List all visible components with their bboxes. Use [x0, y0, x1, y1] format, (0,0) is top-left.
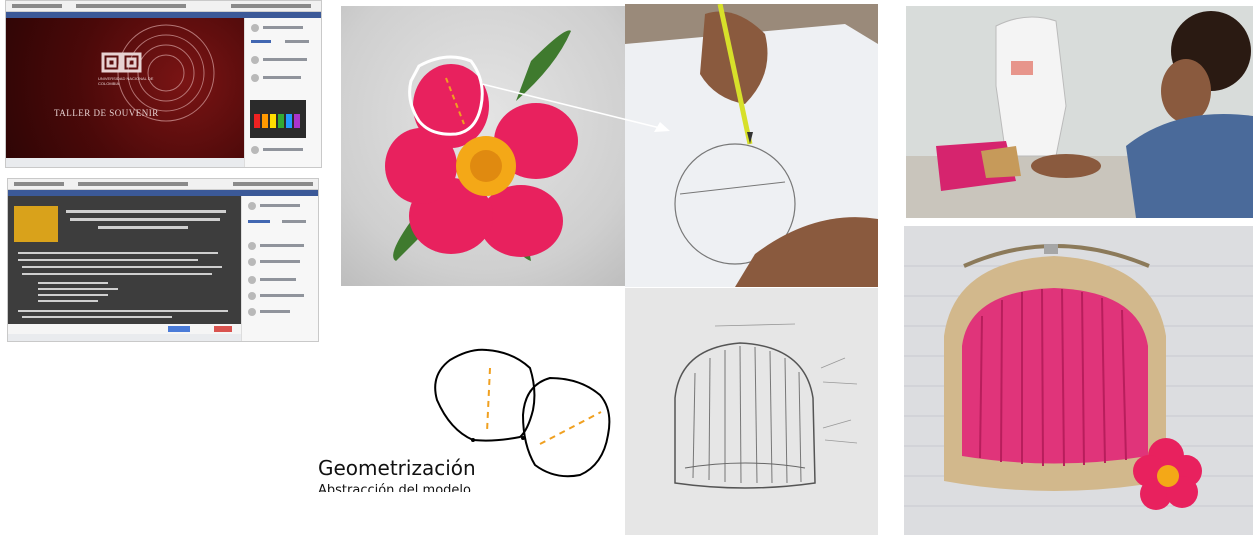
flower-drawing: [385, 30, 578, 261]
finished-purse-photo: [904, 226, 1253, 535]
woven-pink-panel: [962, 288, 1148, 464]
facebook-header: [6, 12, 321, 18]
seamstress-face: [1161, 59, 1211, 123]
geometrization-sketch: [434, 348, 611, 478]
pencil: [717, 4, 753, 145]
flower-photo: [341, 6, 629, 286]
workshop-video-screenshot: UNIVERSIDAD NACIONAL DE COLOMBIA TALLER …: [5, 0, 322, 168]
sewing-drawing: [906, 6, 1253, 218]
hand-bottom: [735, 217, 878, 287]
petal-outline: [408, 55, 484, 136]
presentation-screenshot: [7, 178, 319, 342]
slide-content: [8, 196, 242, 334]
sketched-circle: [674, 143, 796, 265]
petal-axis-2: [539, 411, 602, 445]
transfer-arrow: [481, 83, 670, 132]
purse-sketch: [674, 323, 858, 489]
live-video[interactable]: UNIVERSIDAD NACIONAL DE COLOMBIA TALLER …: [6, 18, 244, 158]
petal-shape-1: [434, 348, 536, 442]
petal-shape-2: [521, 376, 611, 478]
slide-text-lines: [8, 210, 242, 334]
caption-abstraction: Abstracción del modelo: [318, 483, 471, 492]
sewing-photo: [906, 6, 1253, 218]
purse-drawing: [904, 244, 1253, 510]
comments-sidebar: [244, 18, 321, 167]
zipper-pull: [1044, 244, 1058, 254]
facebook-header-2: [8, 190, 318, 196]
seamstress-hands: [1031, 154, 1101, 178]
comments-sidebar-2: [241, 196, 318, 341]
small-flower: [1133, 438, 1202, 510]
petal-axis-1: [486, 367, 491, 433]
browser-toolbar-2: [8, 179, 318, 190]
seamstress-blouse: [1126, 114, 1253, 218]
university-logo-text: UNIVERSIDAD NACIONAL DE COLOMBIA: [98, 76, 154, 86]
sewing-machine: [995, 16, 1067, 157]
sketching-photo: [625, 4, 878, 287]
caption-geometrizacion: Geometrización: [318, 456, 476, 480]
workshop-title: TALLER DE SOUVENIR: [54, 108, 159, 118]
leaf-top-right: [516, 30, 571, 101]
video-graphics: [101, 24, 215, 122]
browser-toolbar: [6, 1, 321, 12]
sketching-drawing: [625, 4, 878, 287]
flower-petals: [385, 64, 578, 257]
slide-gold-block: [14, 206, 58, 242]
purse-sketch-photo: [625, 288, 878, 535]
color-palette-comment: [250, 100, 306, 138]
